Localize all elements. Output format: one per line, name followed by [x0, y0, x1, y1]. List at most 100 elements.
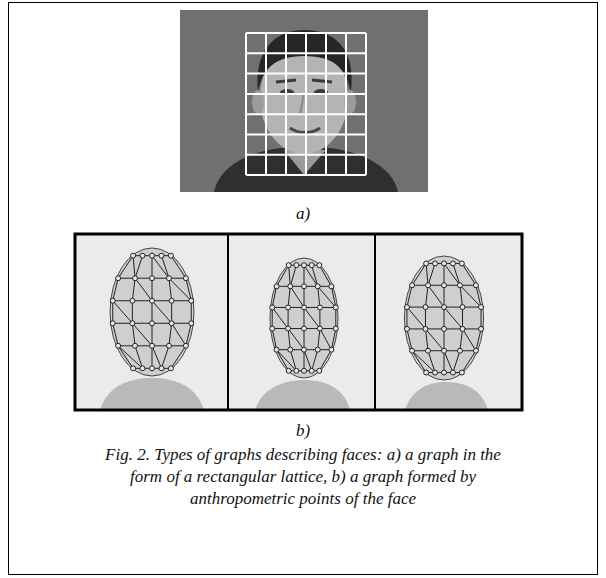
mesh-edge [462, 307, 463, 329]
mesh-node [116, 276, 121, 281]
mesh-node [131, 366, 136, 371]
mesh-node [317, 326, 322, 331]
mesh-node [459, 370, 464, 375]
mesh-edge [152, 278, 153, 301]
mesh-node [130, 298, 135, 303]
mesh-node [302, 263, 307, 268]
shoulders [255, 380, 350, 410]
mesh-edge [453, 263, 460, 285]
mesh-edge [161, 346, 168, 369]
mesh-edge [135, 278, 152, 301]
mesh-node [133, 343, 138, 348]
mesh-node [140, 366, 145, 371]
mesh-edge [460, 285, 463, 307]
mesh-node [329, 284, 334, 289]
mesh-edge [191, 301, 192, 324]
mesh-node [286, 305, 291, 310]
mesh-node [286, 368, 291, 373]
mesh-edge [407, 307, 426, 329]
mesh-node [459, 261, 464, 266]
mesh-edge [318, 286, 320, 307]
mesh-edge [318, 329, 320, 350]
mesh-node [442, 326, 447, 331]
mesh-edge [186, 278, 191, 301]
mesh-node [302, 284, 307, 289]
mesh-edge [152, 301, 153, 324]
panel-border [75, 234, 522, 410]
mesh-edge [319, 350, 331, 371]
mesh-edge [407, 285, 412, 307]
mesh-node [410, 283, 415, 288]
mesh-edge [132, 323, 152, 346]
mesh-node [433, 370, 438, 375]
lattice-line [246, 134, 366, 136]
hair [258, 30, 352, 92]
mesh-edge [462, 263, 476, 285]
mesh-edge [444, 351, 445, 373]
mesh-node [166, 276, 171, 281]
mesh-node [189, 321, 194, 326]
mesh-node [133, 276, 138, 281]
lattice-line [265, 33, 267, 175]
mesh-node [450, 370, 455, 375]
mesh-node [150, 276, 155, 281]
mesh-node [288, 347, 293, 352]
mesh-node [288, 284, 293, 289]
mesh-edge [290, 265, 296, 286]
mesh-node [169, 321, 174, 326]
mesh-edge [412, 351, 435, 373]
mesh-edge [304, 265, 305, 286]
mesh-node [329, 347, 334, 352]
mesh-node [183, 276, 188, 281]
face-mesh [100, 248, 204, 410]
mesh-node [286, 326, 291, 331]
mesh-node [302, 368, 307, 373]
mesh-node [442, 283, 447, 288]
mesh-edge [161, 256, 168, 279]
mesh-node [294, 368, 299, 373]
mesh-edge [407, 329, 412, 351]
mesh-edge [113, 323, 118, 346]
mesh-node [168, 253, 173, 258]
mesh-node [110, 321, 115, 326]
mesh-edge [428, 285, 444, 307]
mesh-edge [152, 346, 153, 369]
mesh-node [150, 366, 155, 371]
lattice-line [245, 33, 247, 175]
mesh-edge [444, 285, 445, 307]
mesh-edge [118, 346, 142, 369]
mesh-node [426, 348, 431, 353]
mesh-edge [304, 350, 305, 371]
mesh-edge [425, 307, 426, 329]
mesh-edge [331, 329, 335, 350]
mesh-edge [113, 278, 118, 301]
mesh-edge [453, 351, 460, 373]
face-mesh [255, 258, 350, 410]
mesh-edge [444, 351, 453, 373]
mesh-edge [290, 350, 296, 371]
mesh-node [183, 343, 188, 348]
mesh-edge [152, 301, 172, 324]
mesh-node [424, 370, 429, 375]
panel-divider [227, 234, 229, 410]
head-outline [404, 256, 483, 380]
mesh-edge [289, 265, 291, 286]
mesh-edge [319, 307, 320, 328]
mesh-edge [152, 256, 153, 279]
mesh-edge [444, 263, 445, 285]
mesh-node [286, 263, 291, 268]
panel-divider [374, 234, 376, 410]
mesh-node [315, 284, 320, 289]
mesh-node [309, 263, 314, 268]
mesh-node [150, 343, 155, 348]
mesh-node [442, 348, 447, 353]
face-photo [180, 10, 428, 192]
mesh-node [442, 261, 447, 266]
mesh-node [460, 326, 465, 331]
lattice-line [345, 33, 347, 175]
mesh-node [479, 326, 484, 331]
mesh-node [270, 326, 275, 331]
mesh-node [166, 343, 171, 348]
mesh-node [116, 343, 121, 348]
mesh-edge [169, 278, 172, 301]
